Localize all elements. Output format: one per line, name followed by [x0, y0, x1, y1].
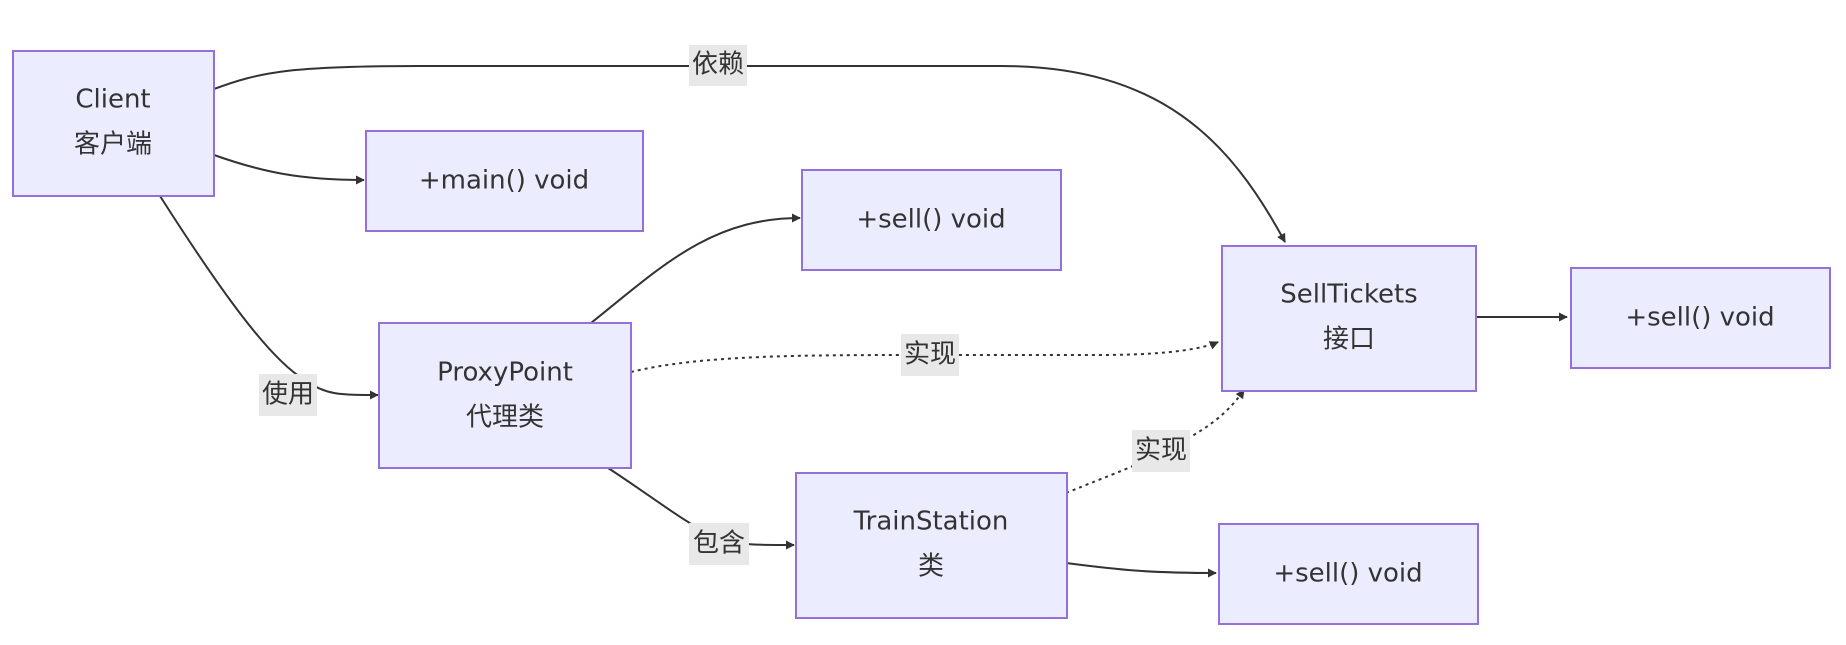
edge-client-to-main	[213, 154, 365, 185]
node-selltickets-sell-label: +sell() void	[1625, 303, 1774, 333]
node-proxypoint-sell-method[interactable]: +sell() void	[801, 169, 1062, 271]
node-selltickets-sell-method[interactable]: +sell() void	[1570, 267, 1831, 369]
edge-label-uses-text: 使用	[262, 380, 314, 410]
edge-label-contains: 包含	[689, 523, 749, 565]
edge-label-uses: 使用	[259, 374, 317, 416]
edge-label-implements-trainstation-text: 实现	[1135, 436, 1187, 466]
node-selltickets-desc: 接口	[1323, 325, 1375, 355]
edge-label-implements-trainstation: 实现	[1132, 430, 1190, 472]
edge-client-to-proxy	[159, 195, 379, 400]
edge-labels: 依赖 使用 实现 包含 实现	[259, 45, 1190, 565]
node-proxypoint-name: ProxyPoint	[437, 358, 573, 388]
edge-trainstation-to-selltickets	[1065, 389, 1245, 494]
edge-label-implements-proxy: 实现	[901, 334, 959, 376]
node-selltickets[interactable]: SellTickets 接口	[1221, 245, 1477, 392]
node-trainstation-name: TrainStation	[853, 507, 1009, 537]
node-proxypoint[interactable]: ProxyPoint 代理类	[378, 322, 632, 469]
node-client-main-method[interactable]: +main() void	[365, 130, 644, 232]
node-trainstation[interactable]: TrainStation 类	[795, 472, 1068, 619]
node-trainstation-desc: 类	[918, 552, 944, 582]
node-client-main-label: +main() void	[419, 166, 589, 196]
edge-trainstation-to-sell	[1065, 562, 1217, 578]
edges	[159, 65, 1568, 578]
edge-label-implements-proxy-text: 实现	[904, 340, 956, 370]
node-client-desc: 客户端	[74, 130, 152, 160]
node-proxypoint-desc: 代理类	[466, 403, 544, 433]
edge-label-contains-text: 包含	[693, 529, 745, 559]
edge-label-depends: 依赖	[689, 45, 747, 86]
node-selltickets-name: SellTickets	[1280, 280, 1417, 310]
edge-proxy-to-sell	[590, 213, 801, 324]
node-client[interactable]: Client 客户端	[12, 50, 215, 197]
edge-proxy-to-selltickets	[630, 341, 1219, 373]
node-proxypoint-sell-label: +sell() void	[856, 205, 1005, 235]
node-client-name: Client	[75, 85, 150, 115]
node-trainstation-sell-method[interactable]: +sell() void	[1218, 523, 1479, 625]
edge-label-depends-text: 依赖	[692, 50, 744, 80]
node-trainstation-sell-label: +sell() void	[1273, 559, 1422, 589]
nodes: Client 客户端 +main() void ProxyPoint 代理类 +…	[12, 50, 1831, 625]
edge-client-to-selltickets	[213, 65, 1286, 243]
